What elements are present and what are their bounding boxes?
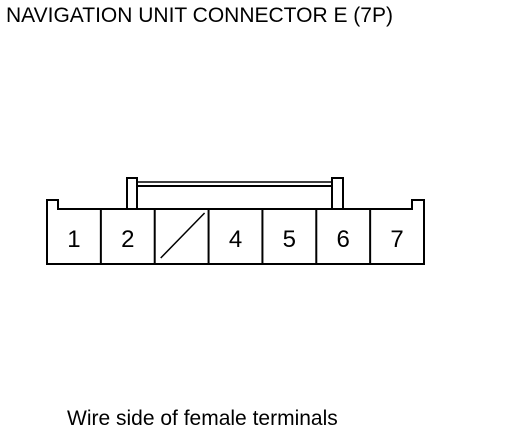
diagram-caption: Wire side of female terminals bbox=[67, 407, 338, 430]
pin-number: 5 bbox=[283, 226, 296, 253]
pin-number: 1 bbox=[67, 226, 80, 253]
pin-number: 6 bbox=[337, 226, 350, 253]
diagram-title: NAVIGATION UNIT CONNECTOR E (7P) bbox=[6, 4, 393, 27]
empty-cavity-slash bbox=[160, 212, 206, 259]
locking-tab bbox=[126, 177, 344, 209]
pin-number: 7 bbox=[390, 226, 403, 253]
pin-number: 2 bbox=[121, 226, 134, 253]
connector-housing bbox=[46, 199, 425, 265]
pin-number: 4 bbox=[229, 226, 242, 253]
